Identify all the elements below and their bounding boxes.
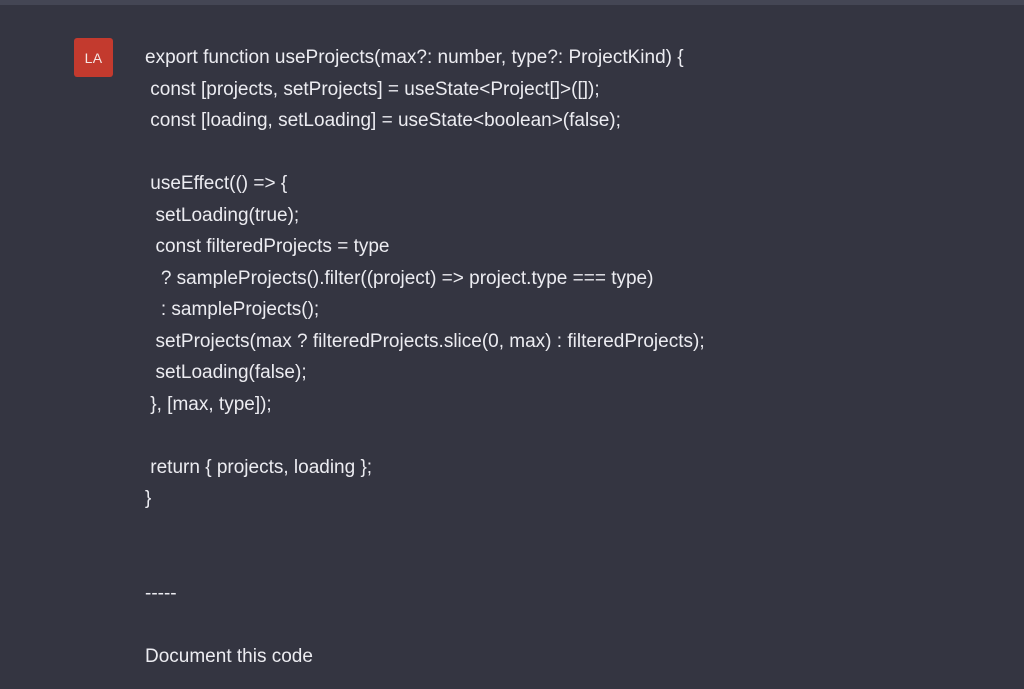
prompt-text: Document this code: [145, 645, 313, 667]
code-line: return { projects, loading };: [145, 456, 373, 478]
top-divider-strip: [0, 0, 1024, 5]
code-line: const [loading, setLoading] = useState<b…: [145, 110, 621, 131]
avatar-initials: LA: [84, 49, 103, 66]
code-line: setLoading(false);: [145, 362, 307, 383]
code-line: export function useProjects(max?: number…: [145, 47, 684, 68]
code-line: setLoading(true);: [145, 204, 300, 226]
separator-text: -----: [145, 582, 177, 604]
code-line: }, [max, type]);: [145, 393, 272, 415]
user-message: LA export function useProjects(max?: num…: [0, 5, 1024, 689]
code-line: : sampleProjects();: [145, 299, 320, 320]
code-line: const [projects, setProjects] = useState…: [145, 78, 600, 100]
code-line: [145, 137, 965, 169]
user-avatar: LA: [74, 38, 113, 77]
code-line: }: [145, 488, 152, 509]
message-content: export function useProjects(max?: number…: [145, 42, 965, 672]
code-line: ? sampleProjects().filter((project) => p…: [145, 267, 654, 289]
code-line: setProjects(max ? filteredProjects.slice…: [145, 330, 705, 352]
code-line: [145, 420, 965, 452]
code-line: const filteredProjects = type: [145, 236, 390, 257]
code-line: useEffect(() => {: [145, 173, 288, 194]
